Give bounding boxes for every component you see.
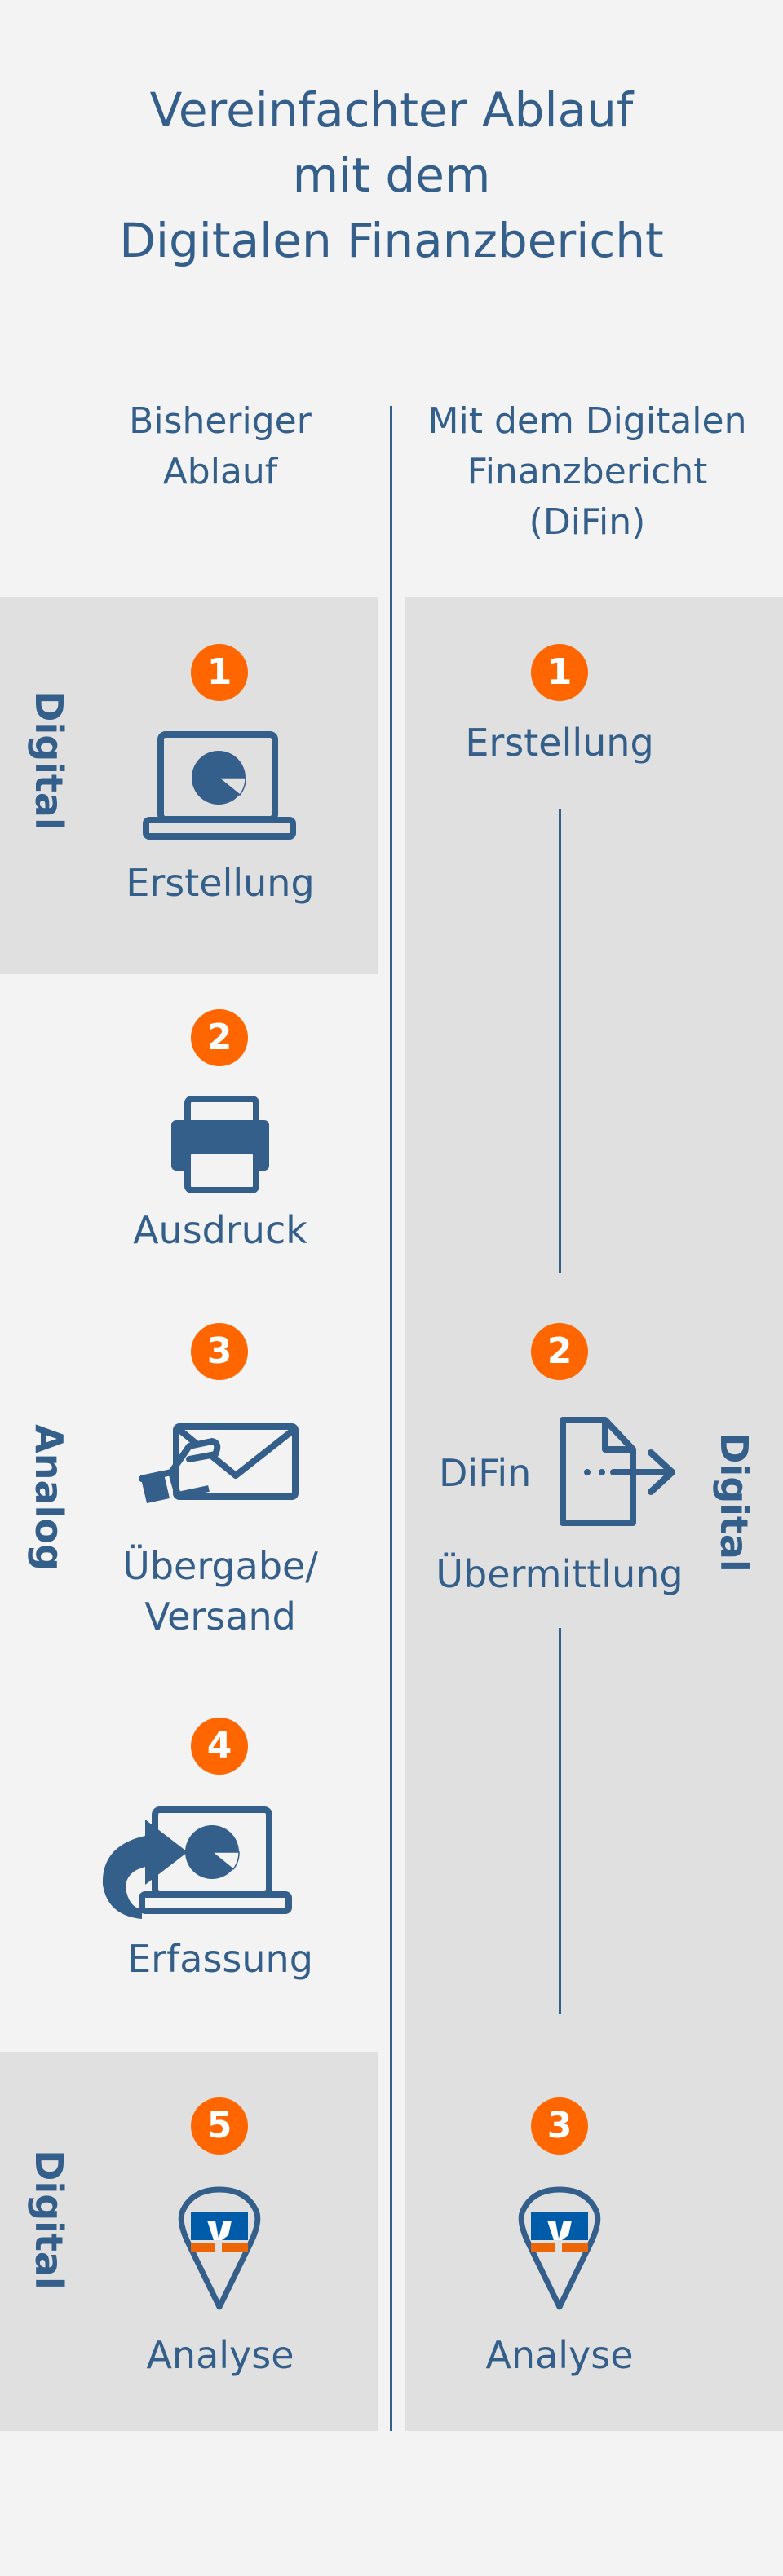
page-title: Vereinfachter Ablauf mit dem Digitalen F… [0,77,783,273]
step-badge: 5 [191,2097,248,2155]
label-line: Übergabe/ [122,1544,318,1588]
difin-icon-label: DiFin [439,1451,532,1495]
title-line: Vereinfachter Ablauf [149,82,634,138]
zone-label-digital-right: Digital [712,1432,756,1573]
right-digital-panel [405,597,783,2431]
step-label: Erstellung [465,721,654,765]
left-column-heading: Bisheriger Ablauf [49,396,392,497]
vr-location-pin-icon [518,2186,601,2310]
left-digital-top-panel [0,597,378,974]
step-label: Erstellung [126,861,315,905]
step-label: Analyse [146,2333,294,2377]
hand-envelope-icon [139,1423,299,1503]
step-badge: 4 [191,1718,248,1775]
connector-line [559,809,561,1273]
right-column-heading: Mit dem Digitalen Finanzbericht (DiFin) [400,396,775,548]
step-label-multiline: Übergabe/ Versand [49,1541,392,1642]
column-divider [390,406,392,2431]
step-badge: 2 [531,1323,588,1380]
heading-line: Ablauf [162,451,278,492]
heading-line: Bisheriger [129,400,312,442]
step-label: Übermittlung [436,1552,683,1596]
heading-line: Finanzbericht [467,451,708,492]
step-label: Ausdruck [133,1208,307,1252]
title-line: mit dem [292,148,491,203]
connector-line [559,1628,561,2014]
zone-label-digital-bottom: Digital [27,2150,71,2290]
heading-line: (DiFin) [529,501,646,543]
document-send-icon [560,1417,675,1526]
step-badge: 1 [191,644,248,701]
step-badge: 3 [191,1323,248,1380]
vr-location-pin-icon [178,2186,261,2310]
step-label: Analyse [485,2333,634,2377]
step-badge: 2 [191,1009,248,1066]
printer-icon [171,1096,269,1193]
laptop-pie-chart-icon [143,731,296,840]
zone-label-digital-top: Digital [27,690,71,831]
laptop-import-arrow-icon [102,1806,292,1919]
title-line: Digitalen Finanzbericht [119,213,664,268]
heading-line: Mit dem Digitalen [427,400,747,442]
step-label: Erfassung [127,1937,313,1981]
step-badge: 3 [531,2097,588,2155]
label-line: Versand [144,1595,296,1639]
step-badge: 1 [531,644,588,701]
